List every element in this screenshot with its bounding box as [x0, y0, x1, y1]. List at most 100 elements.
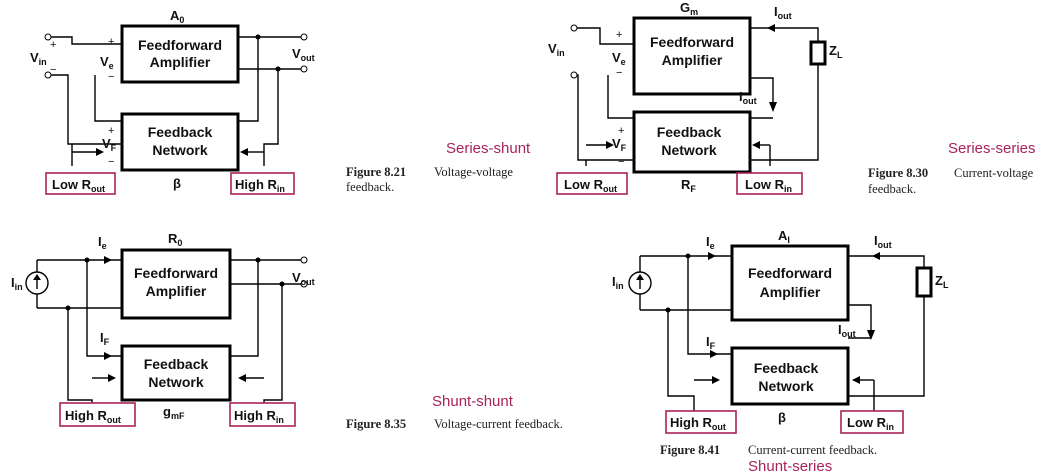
plus-sign: +	[616, 29, 622, 41]
load-impedance-icon	[809, 40, 827, 66]
plus-sign: +	[618, 125, 624, 137]
feedback-network-box	[120, 344, 232, 402]
low-rin-tag	[840, 410, 904, 434]
plus-sign: +	[108, 36, 114, 48]
low-rout-text: Low Rout	[564, 177, 617, 194]
figure-caption: Current-current feedback.	[748, 443, 877, 457]
vin-minus-terminal	[570, 71, 578, 79]
junction-dot	[255, 257, 261, 263]
iout-inner-label: Iout	[739, 89, 757, 106]
fb-label-line2: Network	[758, 378, 813, 394]
high-rout-tag	[59, 402, 136, 427]
vin-label: Vin	[548, 41, 565, 58]
feedback-network-box	[730, 346, 850, 406]
ff-label-line1: Feedforward	[134, 265, 218, 281]
plus-sign: +	[108, 125, 114, 137]
iout-label: Iout	[874, 233, 892, 250]
arrow-down-icon	[769, 102, 777, 112]
feedforward-amplifier-box	[120, 24, 240, 84]
zl-label: ZL	[829, 43, 843, 60]
ff-label-line1: Feedforward	[650, 34, 734, 50]
arrow-left-icon	[767, 24, 775, 32]
high-rout-text: High Rout	[65, 408, 121, 425]
junction-dot	[255, 34, 261, 40]
diagram-shunt-shunt: Feedforward Amplifier Feedback Network R…	[11, 231, 563, 431]
fb-param-label: RF	[681, 177, 696, 194]
iout-inner-label: Iout	[838, 322, 856, 339]
figure-caption: Current-voltage	[954, 166, 1034, 180]
figure-number: Figure 8.35	[346, 417, 406, 431]
minus-sign: −	[616, 67, 622, 79]
arrow-right-icon	[606, 141, 614, 149]
arrow-up-icon	[636, 274, 644, 280]
arrow-up-icon	[33, 274, 41, 280]
vf-label: VF	[612, 136, 627, 153]
junction-dot	[685, 253, 691, 259]
ve-label: Ve	[612, 50, 626, 67]
load-impedance-icon	[915, 266, 933, 298]
gain-label: Gm	[680, 0, 698, 17]
arrow-right-icon	[104, 352, 112, 360]
low-rout-tag	[556, 172, 628, 195]
iout-label: Iout	[774, 4, 792, 21]
low-rin-text: Low Rin	[847, 415, 894, 432]
ie-label: Ie	[706, 234, 715, 251]
fb-label-line2: Network	[661, 142, 716, 158]
topology-label: Series-shunt	[446, 140, 531, 157]
feedforward-amplifier-box	[120, 248, 232, 320]
high-rin-tag	[230, 172, 295, 195]
vin-label: Vin	[30, 50, 47, 67]
high-rin-tag	[229, 402, 296, 427]
arrow-right-icon	[710, 350, 718, 358]
junction-dot	[65, 305, 71, 311]
arrow-right-icon	[108, 374, 116, 382]
ff-label-line2: Amplifier	[146, 283, 207, 299]
vin-minus-terminal	[44, 71, 52, 79]
ie-label: Ie	[98, 234, 107, 251]
minus-sign: −	[618, 156, 624, 168]
high-rout-text: High Rout	[670, 415, 726, 432]
zl-label: ZL	[935, 273, 949, 290]
vout-minus-terminal	[300, 65, 308, 73]
diagram-series-shunt: Feedforward Amplifier Feedback Network A…	[30, 8, 531, 195]
low-rin-text: Low Rin	[745, 177, 792, 194]
minus-sign: −	[108, 156, 114, 168]
arrow-left-icon	[238, 374, 246, 382]
arrow-down-icon	[867, 330, 875, 340]
arrow-right-icon	[708, 252, 716, 260]
iin-label: Iin	[11, 275, 23, 292]
vout-label: Vout	[292, 46, 315, 63]
low-rin-tag	[736, 172, 803, 195]
fb-label-line2: Network	[152, 142, 207, 158]
high-rin-text: High Rin	[235, 177, 285, 194]
feedforward-amplifier-box	[632, 16, 752, 96]
vout-label: Vout	[292, 270, 315, 287]
vout-plus-terminal	[300, 33, 308, 41]
arrow-left-icon	[240, 148, 248, 156]
minus-sign: −	[108, 71, 114, 83]
vout-plus-terminal	[300, 256, 308, 264]
minus-sign: −	[50, 64, 56, 76]
low-rout-tag	[45, 172, 116, 195]
ff-label-line1: Feedforward	[748, 265, 832, 281]
ff-label-line2: Amplifier	[662, 52, 723, 68]
figure-number: Figure 8.30	[868, 166, 928, 180]
high-rout-tag	[665, 410, 737, 434]
figure-caption: Voltage-voltage	[434, 165, 513, 179]
vout-minus-terminal	[300, 280, 308, 288]
vf-label: VF	[102, 136, 117, 153]
feedback-network-box	[120, 112, 240, 172]
ff-label-line1: Feedforward	[138, 37, 222, 53]
fb-param-label: β	[778, 410, 786, 425]
fb-label-line2: Network	[148, 374, 203, 390]
junction-dot	[279, 281, 285, 287]
fb-label-line1: Feedback	[148, 124, 213, 140]
topology-label: Shunt-series	[748, 458, 832, 475]
topology-label: Series-series	[948, 140, 1036, 157]
junction-dot	[275, 66, 281, 72]
plus-sign: +	[50, 39, 56, 51]
arrow-right-icon	[104, 256, 112, 264]
fb-param-label: β	[173, 176, 181, 191]
ve-label: Ve	[100, 54, 114, 71]
